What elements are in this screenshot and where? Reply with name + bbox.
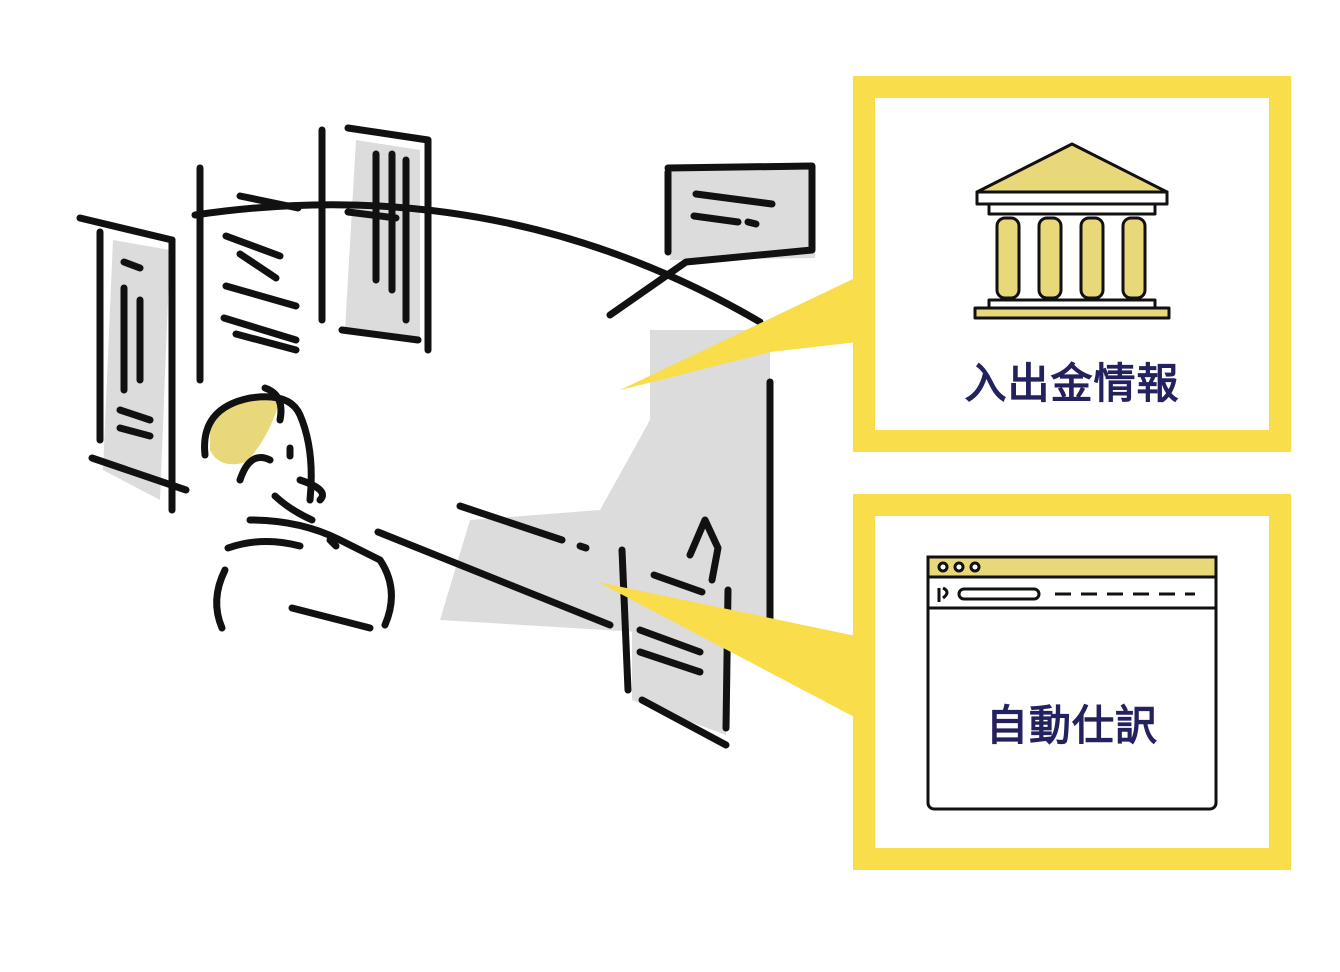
bank-info-label: 入出金情報 <box>964 359 1180 408</box>
document-sheet-left <box>76 214 190 514</box>
document-sheet-tall <box>318 124 432 354</box>
bank-building-icon <box>973 142 1171 320</box>
screen-shadow <box>103 140 815 735</box>
document-sheet-middle <box>196 164 302 384</box>
callout-tail-auto <box>598 582 875 720</box>
panel-auto-journal: 自動仕訳 <box>853 494 1291 870</box>
callout-tail-bank <box>620 270 875 390</box>
speech-bubble <box>606 162 816 319</box>
auto-journal-label: 自動仕訳 <box>985 701 1158 750</box>
document-sheet-right <box>456 502 732 749</box>
person-figure <box>201 384 395 632</box>
panel-bank-info: 入出金情報 <box>853 76 1291 452</box>
browser-window-icon <box>926 555 1218 811</box>
